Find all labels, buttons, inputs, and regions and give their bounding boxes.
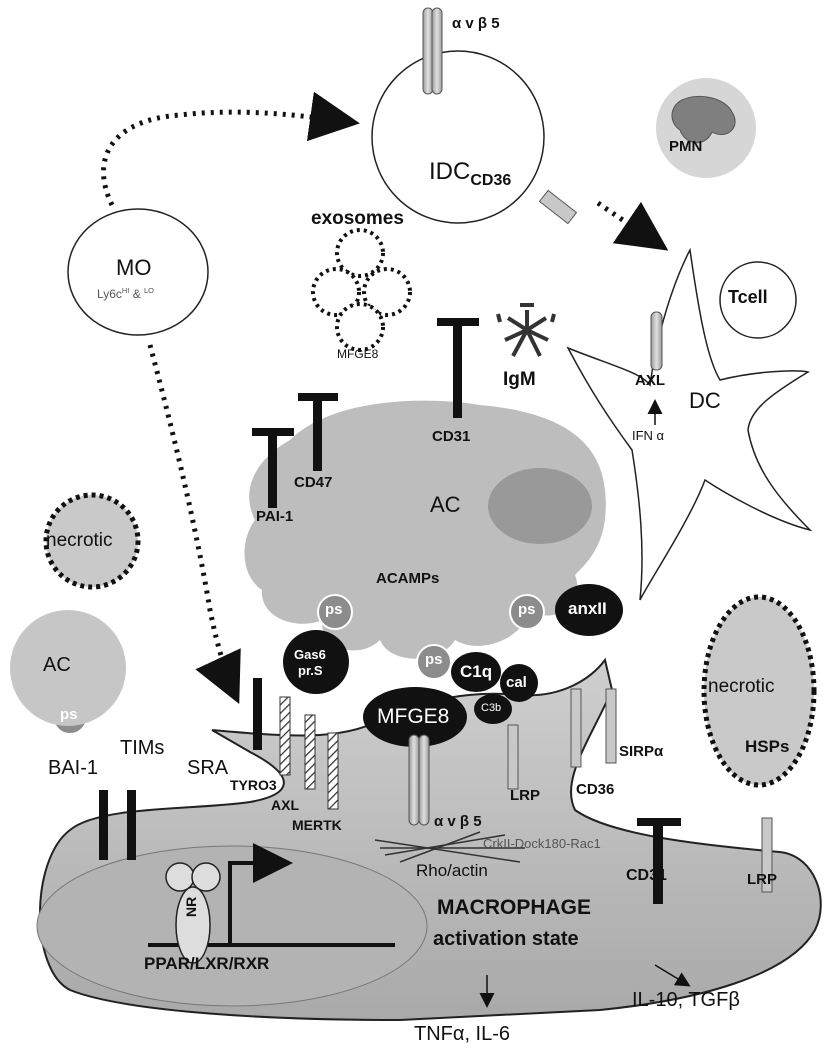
pai1-receptor [252,428,294,508]
apoptotic-cell [244,400,606,659]
pmn-cell [656,78,756,178]
bai1-receptor [99,790,108,860]
mfge8-label: MFGE8 [377,705,450,728]
cd47-label: CD47 [294,474,333,491]
avb5-top-label: α v β 5 [452,15,500,32]
nr-label: NR [183,896,199,917]
cd47-receptor [298,393,338,471]
lrp-label-1: LRP [510,787,540,804]
pai1-label: PAI-1 [256,508,294,525]
axl-label: AXL [271,797,299,813]
pmn-label: PMN [669,138,703,155]
tcell [719,261,797,339]
exosome-mfge8-label: MFGE8 [337,347,379,361]
sra-receptor [253,678,262,750]
necrotic-left-label: necrotic [46,530,113,551]
igm-icon [496,303,556,357]
dc-axl-label: AXL [635,372,665,389]
dc-axl-receptor [650,311,663,371]
idc-cd36-receptor [538,189,578,225]
tyro3-label: TYRO3 [230,777,277,793]
mo-sub-label: Ly6cHI & LO [97,286,154,301]
dendritic-cell [566,247,813,601]
cd31-top-label: CD31 [432,428,471,445]
necrotic-cell-left [43,492,141,590]
hsps-label: HSPs [745,737,790,756]
pros-label: pr.S [298,663,323,678]
idc-cd36-sub: CD36 [470,171,512,189]
c1q-label: C1q [460,662,493,681]
avb5-receptor-macrophage [408,734,430,826]
acamps-label: ACAMPs [376,570,440,587]
tims-receptor [127,790,136,860]
actin-filaments [374,831,525,863]
ps-label-2: ps [518,601,536,618]
cd31-bottom-label: CD31 [626,867,667,884]
activation-state-label: activation state [433,928,579,950]
cd36-label: CD36 [576,781,615,798]
avb5-mid-label: α v β 5 [434,813,482,830]
bridging-molecules [283,584,623,747]
ppar-label: PPAR/LXR/RXR [144,954,270,973]
transcription-arrow [228,843,293,945]
mo-label: MO [116,255,152,280]
rho-actin-label: Rho/actin [416,861,488,880]
monocyte-cell [67,208,209,336]
necrotic-cell-right [701,594,817,788]
mo-and: & [132,287,141,301]
avb5-receptor-top [422,7,443,95]
mo-ly6c: Ly6c [97,287,122,301]
sra-label: SRA [187,757,229,779]
tam-receptors [279,696,339,810]
ps-label-1: ps [325,601,343,618]
crkii-label: CrkII-Dock180-Rac1 [483,836,601,851]
dashed-arrows [101,91,669,705]
cal-label: cal [506,674,527,691]
il10-tgfb-label: IL-10, TGFβ [632,989,740,1011]
tims-label: TIMs [120,737,165,759]
output-arrows [479,964,691,1008]
ac-small-label: AC [43,654,71,676]
grey-receptors [507,688,773,893]
ps-label-3: ps [425,651,443,668]
dc-label: DC [689,388,721,413]
mo-hi: HI [121,286,130,295]
macrophage-label: MACROPHAGE [437,896,592,919]
ac-nucleus [488,468,592,544]
lrp-label-2: LRP [747,871,777,888]
idc-label: IDCCD36 [429,158,511,190]
idc-cell [371,50,545,224]
anxii-label: anxII [568,599,607,618]
idc-label-text: IDC [429,158,471,185]
sirpa-label: SIRPα [619,743,664,760]
ac-main-label: AC [430,492,461,517]
mertk-label: MERTK [292,817,342,833]
tcell-label: Tcell [728,287,768,307]
tnfa-il6-label: TNFα, IL-6 [414,1023,511,1045]
ifn-label: IFN α [632,428,665,443]
ps-label-4: ps [60,706,78,723]
exosomes [311,228,412,352]
gas6-label: Gas6 [294,647,326,662]
exosomes-label: exosomes [311,208,404,229]
small-apoptotic-cell [10,610,126,726]
mo-lo: LO [144,286,154,295]
necrotic-right-label: necrotic [708,676,775,697]
cd31-top-receptor [437,318,479,418]
nuclear-receptor [165,862,221,964]
c3b-label: C3b [481,702,502,714]
cd31-bottom-receptor [637,818,681,904]
bai1-label: BAI-1 [48,757,99,779]
igm-label: IgM [503,369,536,390]
